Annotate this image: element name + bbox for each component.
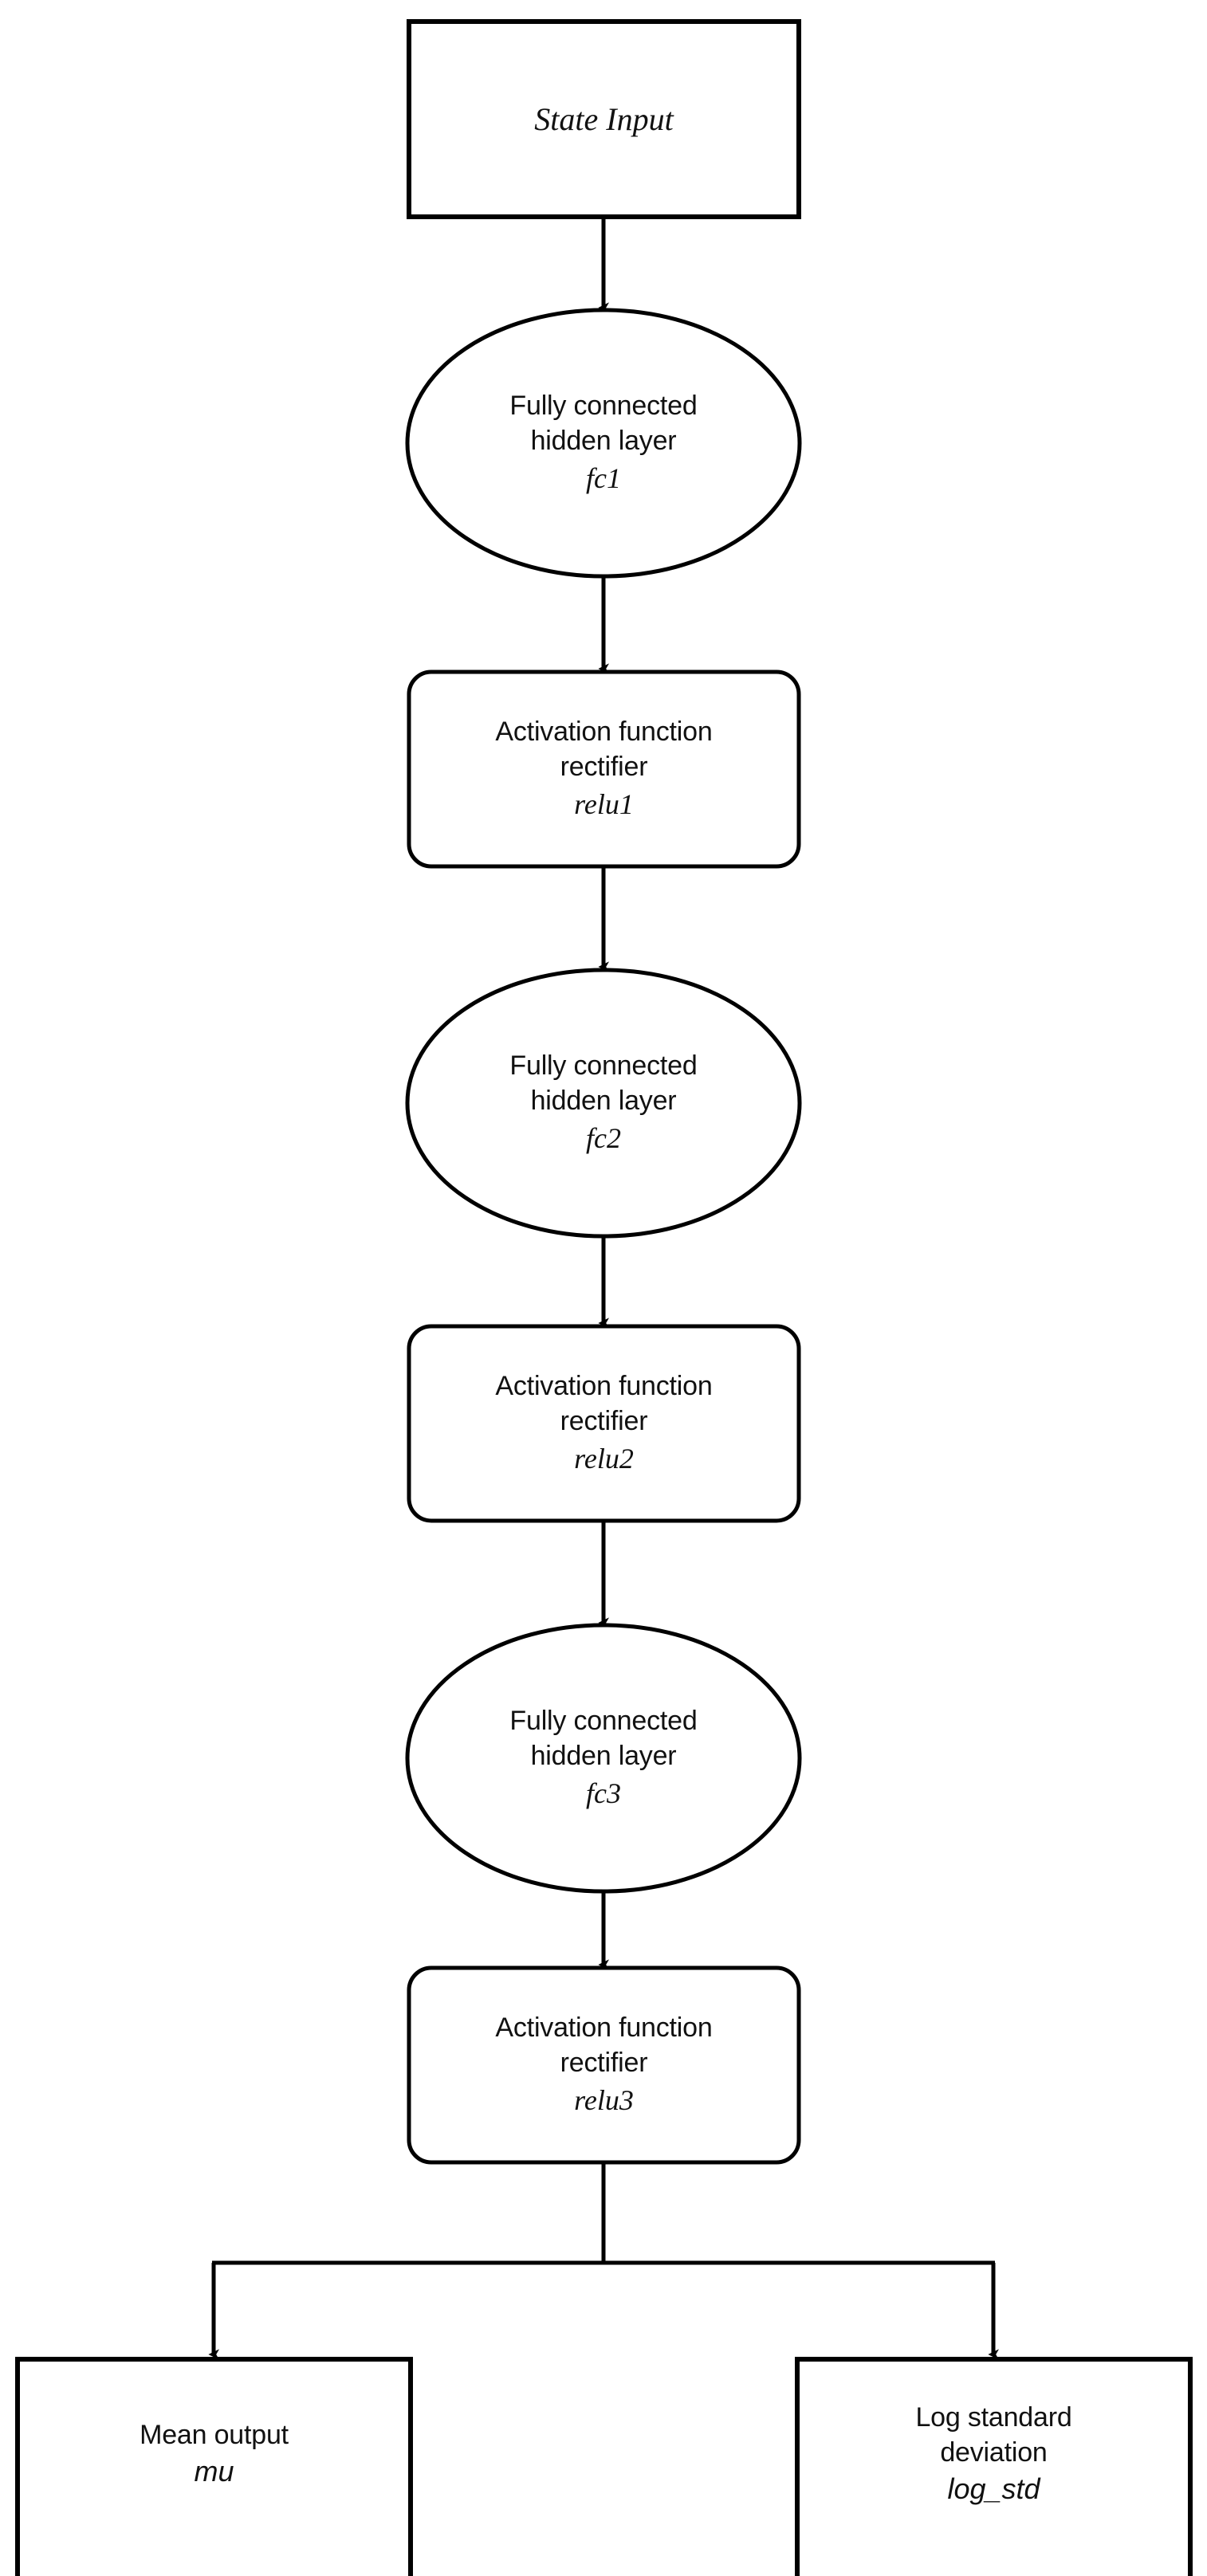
fc1-shape[interactable] bbox=[405, 308, 802, 579]
state-input-shape[interactable] bbox=[407, 19, 801, 219]
fc2-shape[interactable] bbox=[405, 968, 802, 1239]
mean-output-shape[interactable] bbox=[15, 2357, 413, 2576]
relu1-shape[interactable] bbox=[407, 670, 801, 869]
fc3-shape[interactable] bbox=[405, 1623, 802, 1894]
log-std-output-shape[interactable] bbox=[795, 2357, 1193, 2576]
relu3-shape[interactable] bbox=[407, 1965, 801, 2165]
relu2-shape[interactable] bbox=[407, 1324, 801, 1523]
